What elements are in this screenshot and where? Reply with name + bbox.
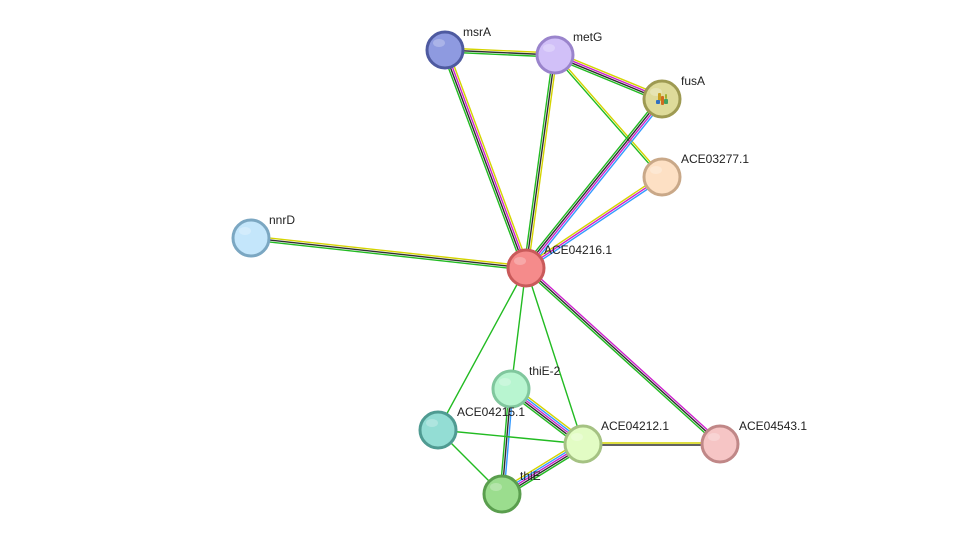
node-circle[interactable] (231, 218, 271, 258)
edge-evidence-line (447, 48, 530, 268)
node-label: nnrD (269, 213, 295, 227)
edge-evidence-line (522, 96, 661, 267)
edge-evidence-line (437, 267, 527, 431)
edge-ace03277-1-ace04216-1[interactable] (524, 174, 664, 271)
edge-evidence-line (524, 97, 662, 269)
node-label: thiE-2 (529, 364, 561, 378)
node-highlight (426, 419, 438, 427)
edge-nnrd-ace04216-1[interactable] (250, 235, 527, 271)
node-ace04216-1[interactable]: ACE04216.1 (506, 243, 612, 288)
node-highlight (239, 227, 251, 235)
edge-evidence-line (250, 239, 527, 271)
node-highlight (433, 39, 445, 47)
node-circle[interactable] (563, 424, 603, 464)
edge-evidence-line (525, 267, 584, 445)
edge-evidence-line (250, 235, 527, 267)
node-label: ACE03277.1 (681, 152, 749, 166)
node-label: thiE (520, 469, 541, 483)
edge-ace04212-1-ace04543-1[interactable] (582, 442, 721, 446)
node-highlight (650, 166, 662, 174)
edge-msra-ace04216-1[interactable] (441, 48, 530, 270)
edge-evidence-line (523, 54, 554, 269)
edge-metg-ace03277-1[interactable] (553, 53, 664, 179)
edge-ace04216-1-ace04212-1[interactable] (525, 267, 584, 445)
node-circle[interactable] (700, 424, 740, 464)
edge-evidence-line (525, 176, 663, 269)
edge-fusa-ace04216-1[interactable] (522, 96, 666, 271)
node-ace04543-1[interactable]: ACE04543.1 (700, 419, 807, 464)
node-label: ACE04543.1 (739, 419, 807, 433)
node-thie-2[interactable]: thiE-2 (491, 364, 561, 409)
edge-evidence-line (523, 268, 720, 447)
edge-evidence-line (524, 174, 662, 268)
edge-evidence-line (443, 49, 526, 270)
node-label: ACE04216.1 (544, 243, 612, 257)
edge-ace04216-1-thie-2[interactable] (510, 267, 527, 390)
node-ace03277-1[interactable]: ACE03277.1 (642, 152, 749, 197)
node-circle[interactable] (418, 410, 458, 450)
node-highlight (490, 483, 502, 491)
edge-evidence-line (510, 267, 527, 390)
edge-ace04215-1-ace04212-1[interactable] (437, 429, 584, 445)
edge-evidence-line (441, 50, 524, 270)
node-label: msrA (463, 25, 491, 39)
node-circle[interactable] (535, 35, 575, 75)
node-circle[interactable] (482, 474, 522, 514)
edge-evidence-line (527, 100, 666, 271)
edge-evidence-line (445, 48, 528, 269)
node-fusa[interactable]: fusA (642, 74, 705, 119)
node-circle[interactable] (425, 30, 465, 70)
node-thie[interactable]: thiE (482, 469, 541, 514)
node-ace04212-1[interactable]: ACE04212.1 (563, 419, 669, 464)
node-metg[interactable]: metG (535, 30, 602, 75)
edge-evidence-line (555, 53, 664, 178)
edge-evidence-line (250, 237, 527, 269)
node-label: metG (573, 30, 602, 44)
node-highlight (708, 433, 720, 441)
edge-metg-ace04216-1[interactable] (523, 54, 558, 269)
edge-evidence-line (553, 54, 662, 179)
node-msra[interactable]: msrA (425, 25, 491, 70)
node-highlight (514, 257, 526, 265)
node-circle[interactable] (506, 248, 546, 288)
node-highlight (499, 378, 511, 386)
edge-ace04216-1-ace04215-1[interactable] (437, 267, 527, 431)
node-highlight (543, 44, 555, 52)
edge-evidence-line (525, 267, 721, 445)
node-label: ACE04212.1 (601, 419, 669, 433)
nodes-layer: ACE04216.1 msrA metG fusA ACE03277.1 nnrD thiE… (231, 25, 807, 514)
node-nnrd[interactable]: nnrD (231, 213, 295, 258)
edge-evidence-line (525, 54, 556, 269)
edge-evidence-line (526, 177, 664, 271)
edge-ace04216-1-ace04543-1[interactable] (523, 265, 723, 447)
edge-evidence-line (526, 265, 723, 444)
edge-evidence-line (553, 57, 662, 103)
edge-evidence-line (555, 51, 664, 97)
protein-structure-icon (656, 93, 668, 105)
node-circle[interactable] (642, 157, 682, 197)
node-label: fusA (681, 74, 705, 88)
edge-evidence-line (437, 429, 584, 445)
node-circle[interactable] (491, 369, 531, 409)
node-label: ACE04215.1 (457, 405, 525, 419)
edge-evidence-line (527, 54, 558, 269)
node-ace04215-1[interactable]: ACE04215.1 (418, 405, 525, 450)
edge-evidence-line (526, 98, 664, 270)
node-highlight (571, 433, 583, 441)
